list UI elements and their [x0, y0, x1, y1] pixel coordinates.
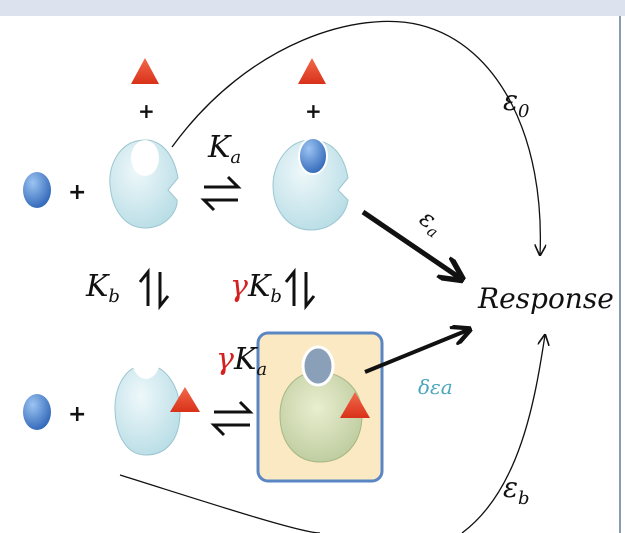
receptor-top-right	[272, 137, 349, 231]
equilibrium-arrows-icon	[284, 267, 316, 311]
label-Kb: Kb	[85, 269, 120, 307]
plus-sign: +	[305, 99, 322, 123]
label-epsilon-a: εa	[413, 204, 448, 242]
label-epsilon-b: εb	[503, 471, 530, 509]
receptor-active-complex	[279, 345, 370, 463]
free-ligand-a-bottom	[23, 394, 51, 430]
svg-text:γKb: γKb	[230, 269, 282, 307]
label-Ka: Ka	[207, 130, 241, 168]
label-gamma-Kb: γKb	[230, 269, 282, 307]
delta-epsilona-arrow	[364, 330, 468, 374]
svg-text:γKa: γKa	[216, 342, 267, 380]
epsilona-arrow	[361, 209, 460, 278]
receptor-top-left	[109, 139, 179, 229]
equilibrium-arrows-icon	[138, 267, 170, 311]
response-label: Response	[477, 282, 614, 315]
equilibrium-arrows-icon	[200, 175, 242, 212]
top-band	[0, 0, 625, 16]
svg-text:Kb: Kb	[85, 269, 120, 307]
free-ligand-b-top-right	[298, 58, 326, 84]
plus-sign: +	[68, 402, 86, 427]
free-ligand-a-top	[23, 172, 51, 208]
equilibrium-arrows-icon	[210, 400, 254, 437]
label-gamma-Ka: γKa	[216, 342, 267, 380]
svg-text:εb: εb	[503, 471, 530, 509]
plus-sign: +	[68, 180, 86, 205]
label-epsilon-0: ε0	[503, 84, 529, 122]
receptor-bottom-left	[114, 341, 200, 456]
epsilon0-curve-arrow	[171, 20, 540, 255]
epsilonb-curve-arrow	[461, 335, 545, 533]
svg-text:ε0: ε0	[503, 84, 529, 122]
label-delta-epsilon-a: δεa	[418, 375, 453, 399]
plus-sign: +	[138, 99, 155, 123]
svg-text:Ka: Ka	[207, 130, 241, 168]
epsilonb-curve-lower	[119, 474, 321, 533]
svg-text:εa: εa	[413, 204, 448, 242]
free-ligand-b-top-left	[131, 58, 159, 84]
svg-text:δεa: δεa	[418, 375, 453, 399]
